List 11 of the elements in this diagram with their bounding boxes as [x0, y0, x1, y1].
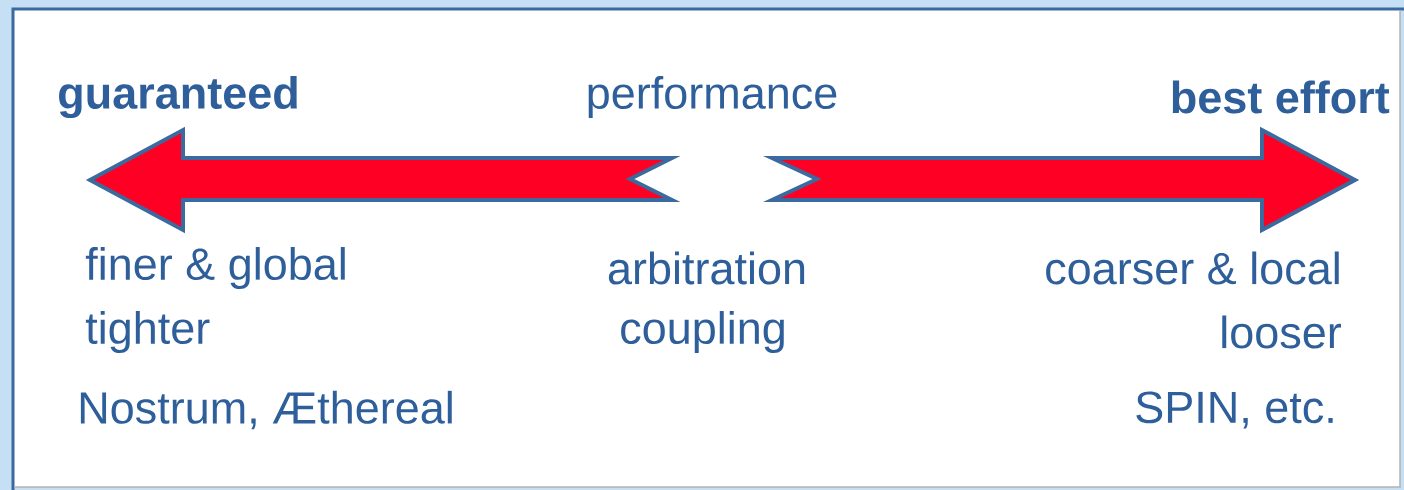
heading: guaranteed: [59, 75, 297, 119]
example-label: Nostrum, Æthereal: [80, 390, 452, 430]
heading: performance: [588, 76, 837, 118]
heading: best effort: [1172, 80, 1390, 114]
property-label: tighter: [85, 311, 210, 353]
property-label: coupling: [621, 311, 784, 353]
property-label: looser: [1222, 315, 1342, 349]
property-label: finer & global: [85, 247, 345, 289]
property-label: arbitration: [608, 251, 805, 285]
example-label: SPIN, etc.: [1136, 391, 1333, 429]
property-label: coarser & local: [1046, 251, 1339, 285]
